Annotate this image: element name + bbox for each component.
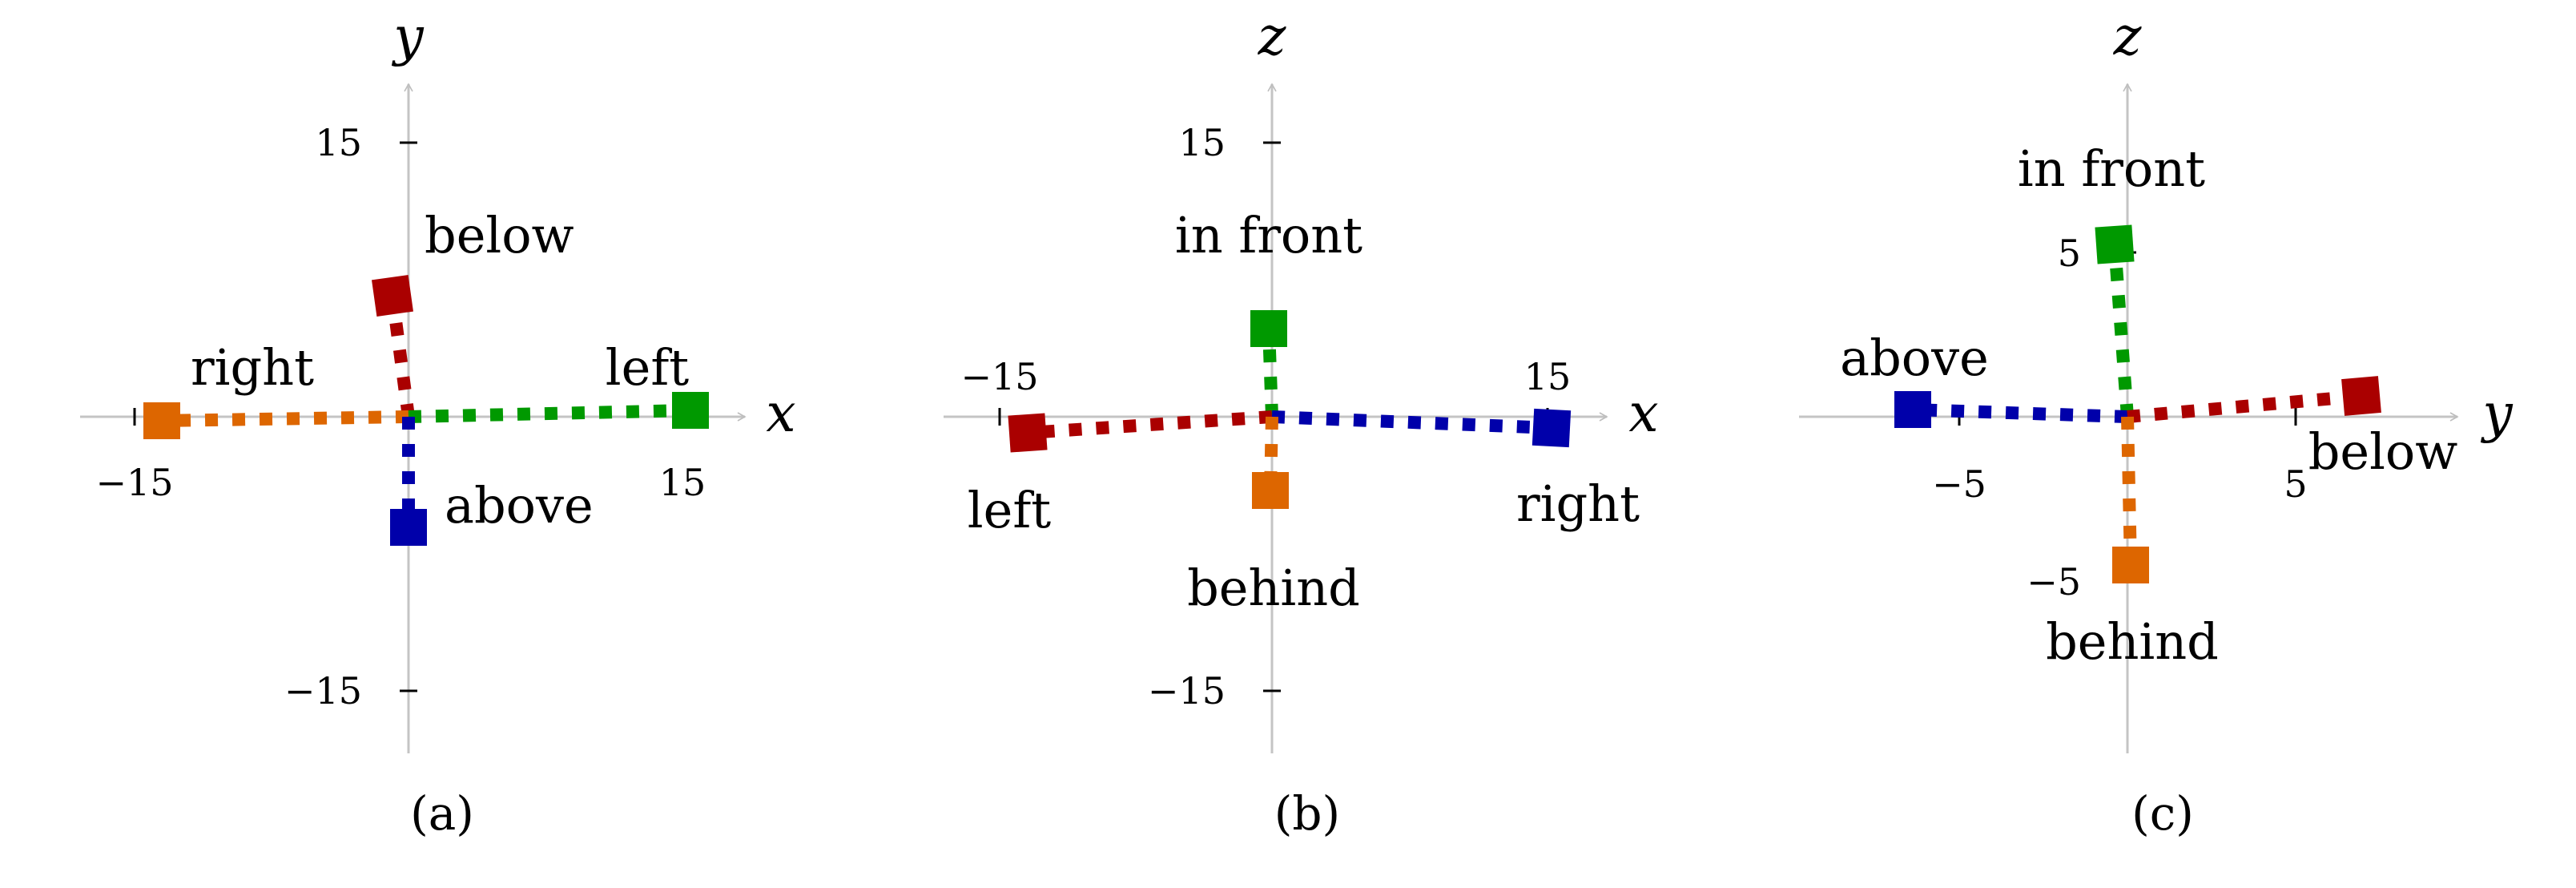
panel-c-point-label-in-front: in front xyxy=(2018,139,2205,198)
panel-b-point-marker-in-front xyxy=(1250,310,1287,347)
panel-a-point-line-left xyxy=(408,404,691,423)
panel-c-v-tick-label-1: −5 xyxy=(2027,560,2081,603)
panel-c-point-line-below xyxy=(2127,390,2362,423)
panel-a-h-tick-label-0: −15 xyxy=(95,461,173,504)
panel-c-h-tick-label-0: −5 xyxy=(1932,462,1986,506)
panel-b-point-marker-right xyxy=(1532,408,1572,448)
panel-a-point-marker-right xyxy=(143,402,180,439)
panel-b-h-tick-label-1: 15 xyxy=(1524,355,1572,398)
panel-b-v-axis-title: z xyxy=(1258,6,1287,67)
panel-b-point-marker-left xyxy=(1008,413,1048,453)
panel-a-point-marker-below xyxy=(372,275,413,317)
panel-b-point-label-in-front: in front xyxy=(1175,206,1362,264)
panel-b-point-label-behind: behind xyxy=(1187,559,1360,617)
panel-a-caption: (a) xyxy=(410,786,474,841)
panel-b-h-tick-label-0: −15 xyxy=(960,355,1038,398)
panel-a-point-line-below xyxy=(386,295,415,418)
panel-a-v-tick-label-0: 15 xyxy=(315,121,362,164)
panel-c-point-line-above xyxy=(1912,403,2128,423)
panel-c-point-marker-above xyxy=(1894,391,1931,428)
panel-c-point-line-in-front xyxy=(2108,244,2134,418)
panel-a-v-axis-title: y xyxy=(391,6,424,67)
panel-c-h-tick-label-1: 5 xyxy=(2284,462,2307,506)
panel-b-v-tick-label-0: 15 xyxy=(1178,121,1226,164)
panel-a-v-tick-label-1: −15 xyxy=(284,669,362,712)
panel-c-point-label-behind: behind xyxy=(2046,612,2219,671)
panel-b-point-label-right: right xyxy=(1516,474,1640,533)
panel-a-point-label-below: below xyxy=(425,206,574,264)
panel-c-h-axis-title: y xyxy=(2480,382,2513,444)
panel-c: y z −5 5 5 −5 in front above below behin… xyxy=(1799,6,2513,841)
panel-a: x y −15 15 15 −15 below right left above… xyxy=(80,6,796,841)
panel-c-point-marker-behind xyxy=(2112,547,2149,583)
panel-b-v-tick-label-1: −15 xyxy=(1148,669,1226,712)
panel-a-point-label-above: above xyxy=(445,476,594,535)
panel-b-caption: (b) xyxy=(1274,786,1340,841)
panel-b-point-marker-behind xyxy=(1252,472,1289,509)
panel-a-point-label-left: left xyxy=(606,338,689,397)
panel-b-point-label-left: left xyxy=(968,481,1051,539)
panel-c-point-marker-below xyxy=(2341,376,2381,416)
panel-c-point-marker-in-front xyxy=(2095,224,2135,264)
panel-b: x z −15 15 15 −15 in front left right be… xyxy=(944,6,1659,841)
panel-a-h-tick-label-1: 15 xyxy=(659,461,706,504)
panel-a-point-marker-left xyxy=(672,392,709,429)
panel-a-point-marker-above xyxy=(390,509,427,546)
panel-b-h-axis-title: x xyxy=(1628,382,1658,444)
panel-c-v-axis-title: z xyxy=(2113,6,2143,67)
panel-b-point-line-right xyxy=(1271,410,1552,434)
panel-c-point-label-below: below xyxy=(2308,422,2458,481)
panel-c-v-tick-label-0: 5 xyxy=(2058,232,2081,275)
panel-a-h-axis-title: x xyxy=(766,382,795,444)
panel-c-point-label-above: above xyxy=(1840,329,1989,387)
panel-a-point-label-right: right xyxy=(191,338,314,397)
panel-c-caption: (c) xyxy=(2131,786,2194,841)
panel-b-point-line-left xyxy=(1027,410,1273,439)
